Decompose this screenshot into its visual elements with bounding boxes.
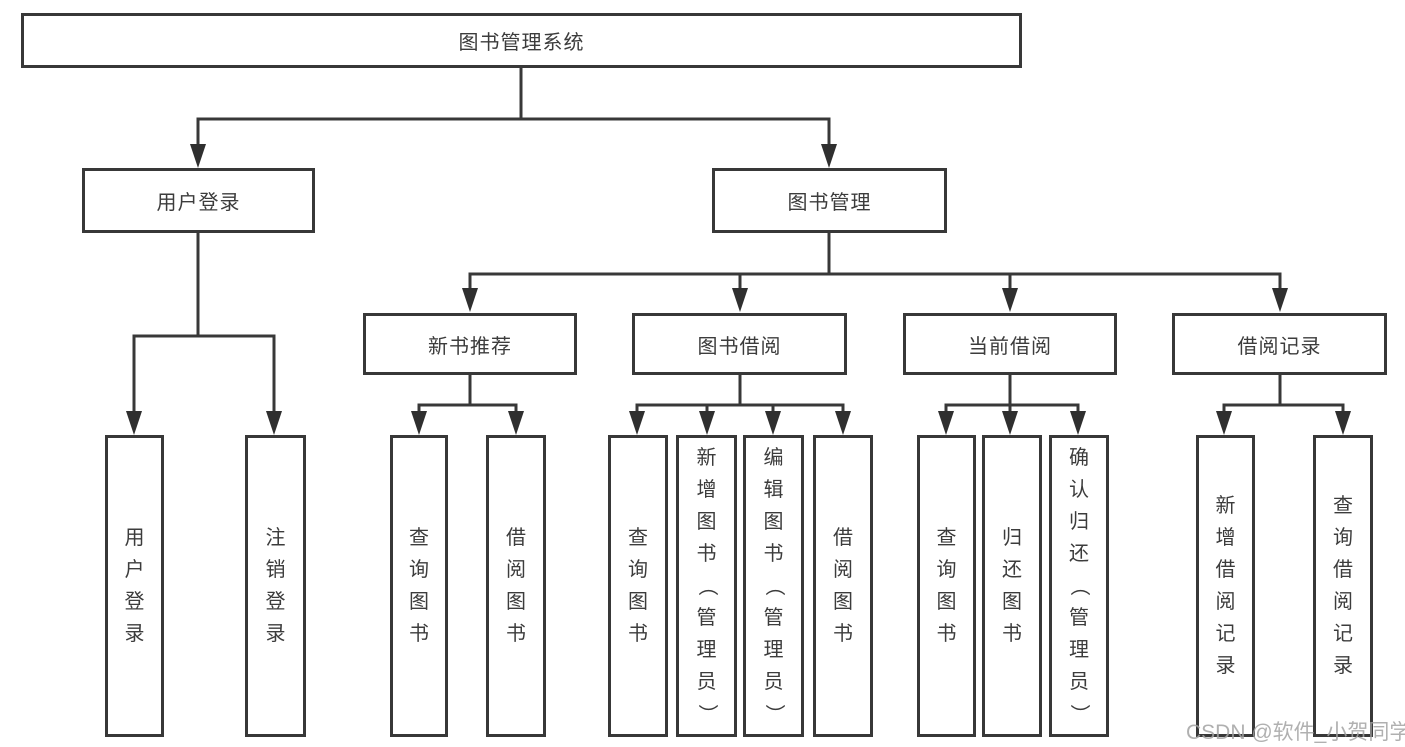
node-book-borrow: 图书借阅 xyxy=(632,313,847,375)
node-label: 用户登录 xyxy=(156,192,241,214)
leaf-label: 借阅图书 xyxy=(506,527,526,645)
leaf-add-book-admin: 新增图书（管理员） xyxy=(676,435,737,737)
leaf-borrow-books-recommend: 借阅图书 xyxy=(486,435,546,737)
arrowheads xyxy=(126,144,1351,435)
leaf-return-book: 归还图书 xyxy=(982,435,1042,737)
leaf-edit-book-admin: 编辑图书（管理员） xyxy=(743,435,804,737)
leaf-label: 编辑图书（管理员） xyxy=(762,447,785,724)
leaf-label: 用户登录 xyxy=(124,527,145,645)
node-label: 当前借阅 xyxy=(968,335,1052,358)
leaf-query-borrow-record: 查询借阅记录 xyxy=(1313,435,1373,737)
leaf-label: 查询图书 xyxy=(936,527,957,645)
node-label: 借阅记录 xyxy=(1237,335,1322,358)
leaf-logout: 注销登录 xyxy=(245,435,306,737)
leaf-query-books-recommend: 查询图书 xyxy=(390,435,448,737)
node-user-login: 用户登录 xyxy=(82,168,315,233)
node-root-system: 图书管理系统 xyxy=(21,13,1022,68)
leaf-borrow-books-2: 借阅图书 xyxy=(813,435,873,737)
leaf-user-login: 用户登录 xyxy=(105,435,164,737)
node-label: 图书管理系统 xyxy=(458,32,585,54)
node-label: 图书借阅 xyxy=(697,335,782,358)
leaf-query-books-borrow: 查询图书 xyxy=(608,435,668,737)
node-label: 新书推荐 xyxy=(428,335,512,358)
csdn-watermark: CSDN @软件_小贺同学 xyxy=(1186,721,1405,744)
node-new-book-recommend: 新书推荐 xyxy=(363,313,577,375)
leaf-label: 查询图书 xyxy=(409,527,429,645)
leaf-label: 借阅图书 xyxy=(833,527,853,645)
leaf-label: 新增借阅记录 xyxy=(1215,495,1236,677)
leaf-label: 查询图书 xyxy=(628,527,648,645)
leaf-label: 新增图书（管理员） xyxy=(695,447,718,724)
leaf-label: 确认归还（管理员） xyxy=(1068,447,1090,724)
leaf-add-borrow-record: 新增借阅记录 xyxy=(1196,435,1255,737)
leaf-label: 归还图书 xyxy=(1002,527,1022,645)
node-current-borrow: 当前借阅 xyxy=(903,313,1117,375)
leaf-label: 注销登录 xyxy=(265,527,286,645)
leaf-query-books-current: 查询图书 xyxy=(917,435,976,737)
leaf-label: 查询借阅记录 xyxy=(1333,495,1353,677)
node-borrow-records: 借阅记录 xyxy=(1172,313,1387,375)
node-label: 图书管理 xyxy=(787,192,872,214)
node-book-management: 图书管理 xyxy=(712,168,947,233)
leaf-confirm-return-admin: 确认归还（管理员） xyxy=(1049,435,1109,737)
